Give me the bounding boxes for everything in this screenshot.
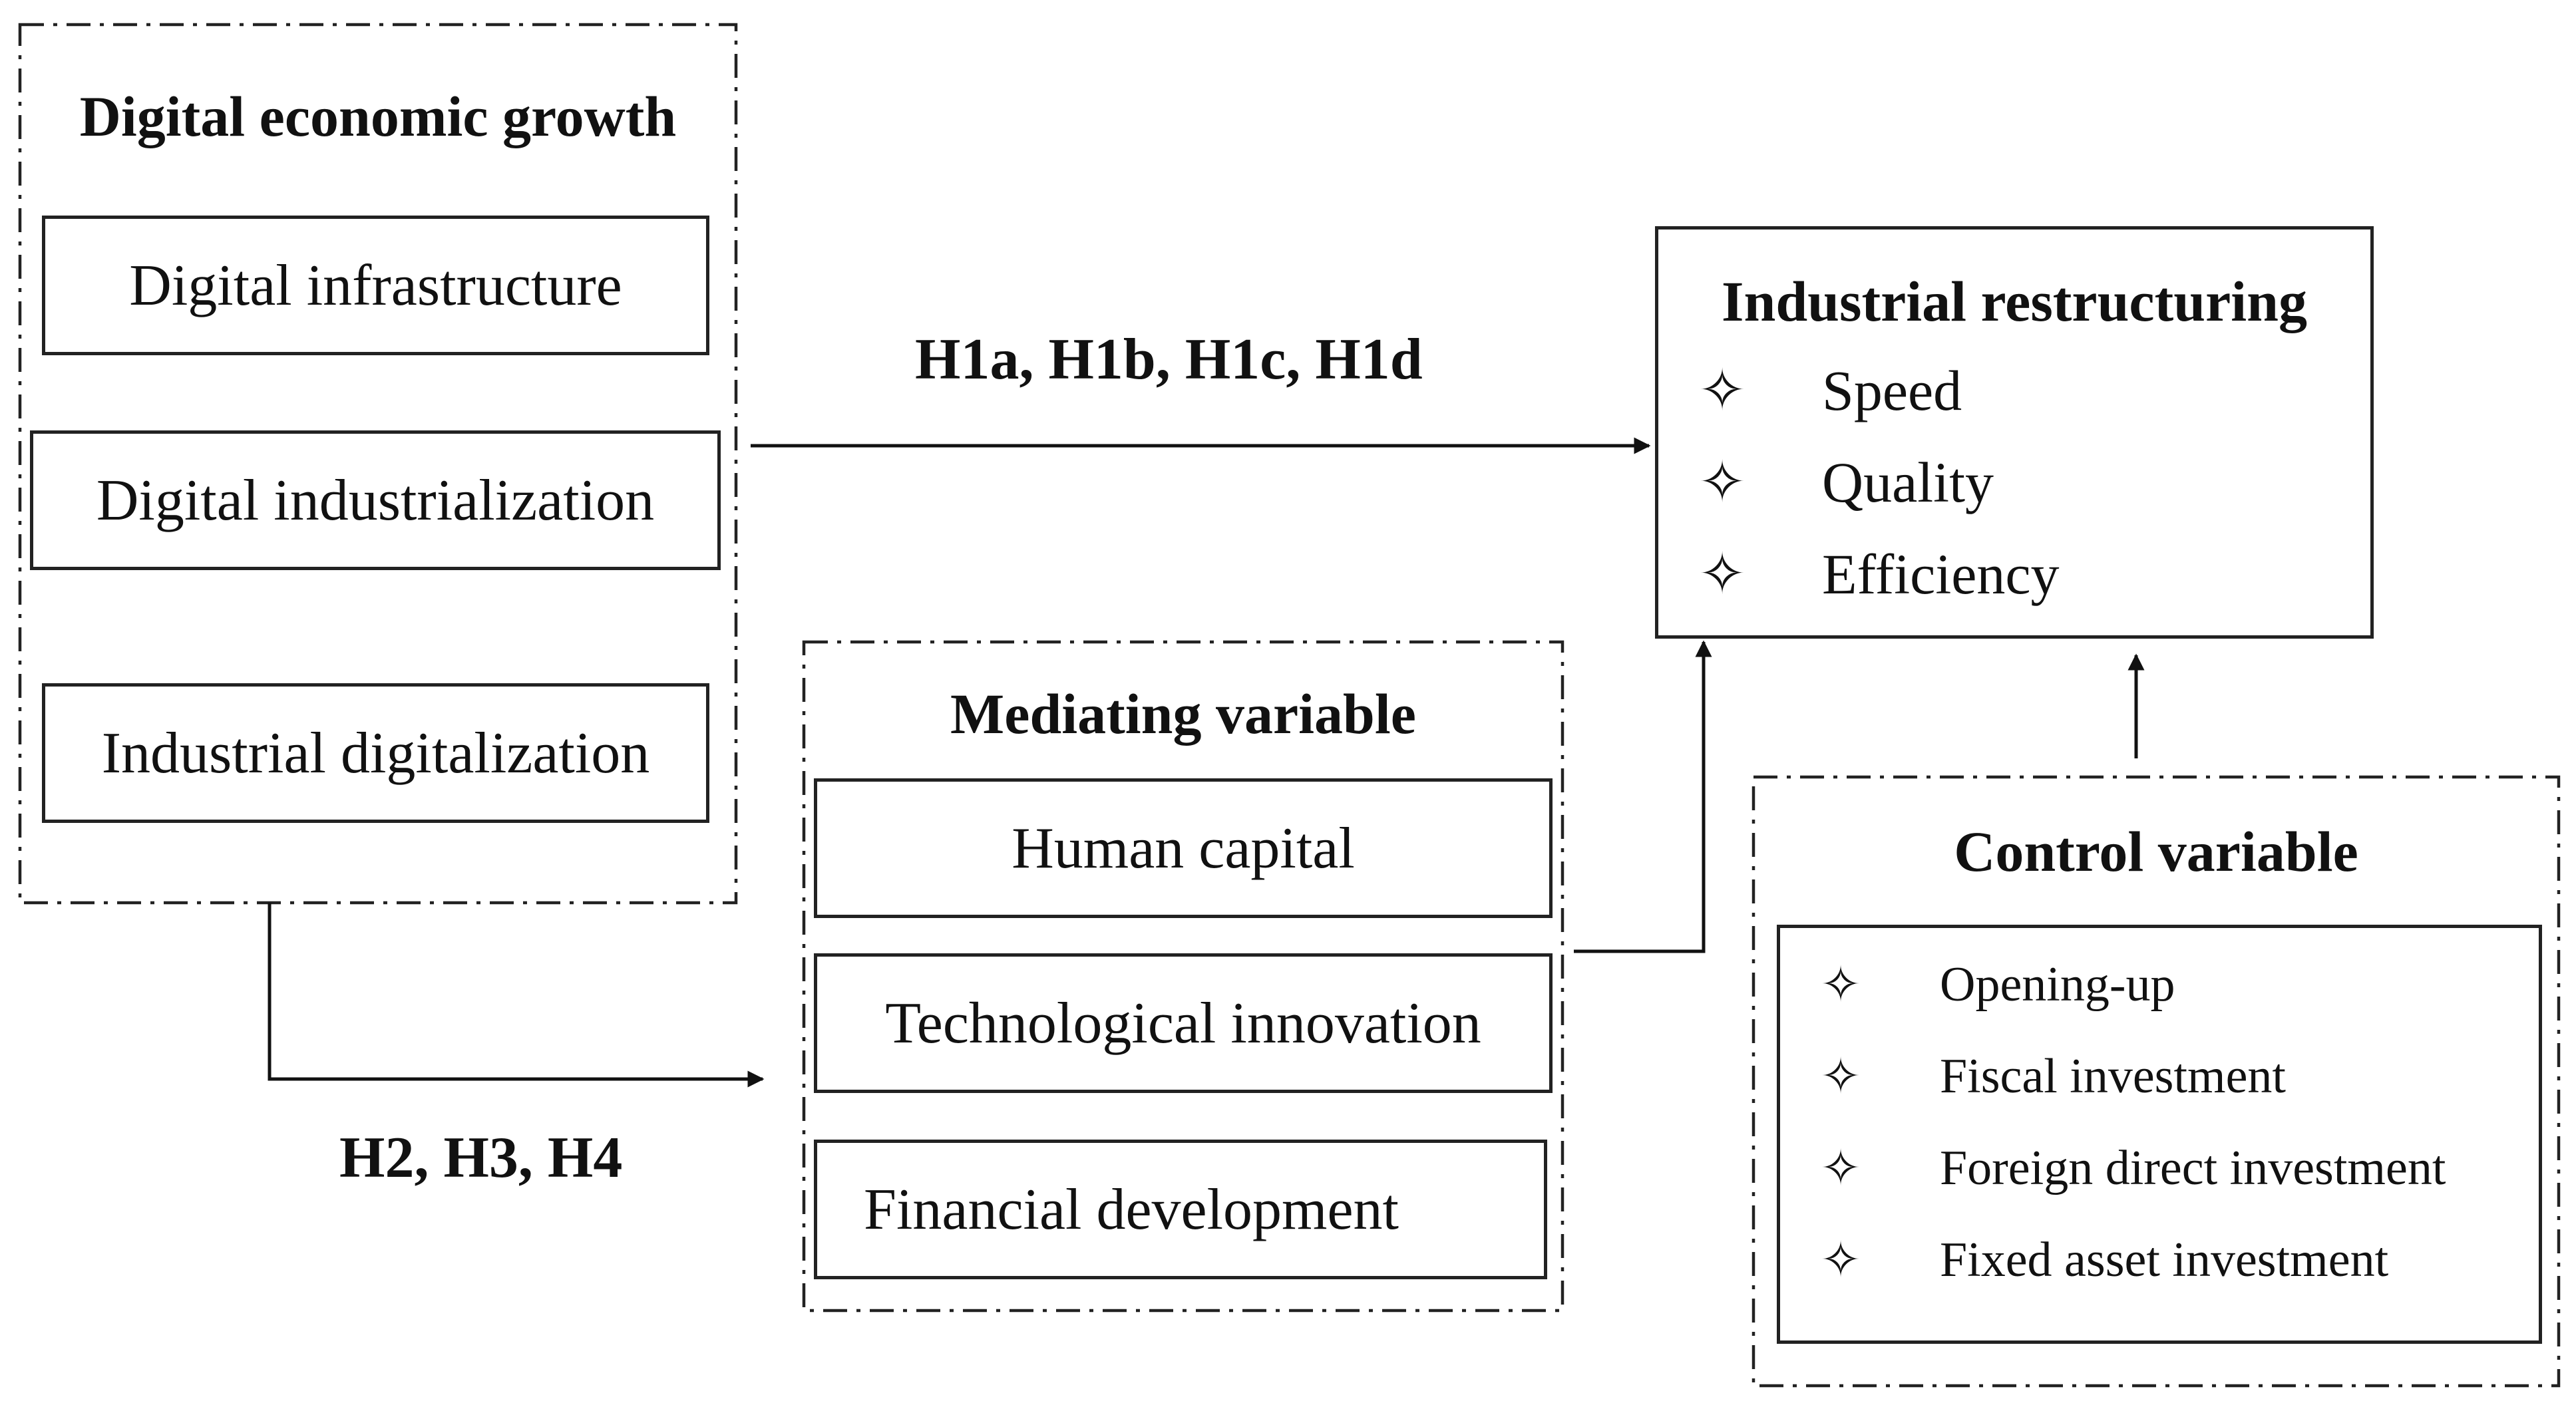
- digital-growth-group: Digital economic growth Digital infrastr…: [20, 25, 736, 903]
- restructuring-item-speed: ✧ Speed: [1698, 357, 1962, 424]
- sparkle-bullet-icon: ✧: [1698, 359, 1747, 422]
- sparkle-bullet-icon: ✧: [1698, 450, 1747, 514]
- sparkle-bullet-icon: ✧: [1820, 1050, 1862, 1104]
- sparkle-bullet-icon: ✧: [1820, 958, 1862, 1013]
- control-item-label: Fixed asset investment: [1940, 1233, 2389, 1287]
- control-item-opening-up: ✧ Opening-up: [1820, 956, 2175, 1014]
- mediating-to-restructuring-arrow: [1574, 640, 1712, 953]
- sparkle-bullet-icon: ✧: [1820, 1142, 1862, 1196]
- sparkle-bullet-icon: ✧: [1820, 1233, 1862, 1288]
- control-item-label: Opening-up: [1940, 957, 2175, 1012]
- restructuring-item-label: Speed: [1822, 359, 1962, 422]
- control-item-label: Foreign direct investment: [1940, 1141, 2446, 1195]
- restructuring-item-label: Efficiency: [1822, 542, 2060, 606]
- digital-growth-title: Digital economic growth: [79, 84, 677, 148]
- financial-development-box: Financial development: [814, 1140, 1547, 1279]
- technological-innovation-box: Technological innovation: [814, 953, 1553, 1093]
- restructuring-item-quality: ✧ Quality: [1698, 449, 1994, 516]
- control-frame: [1751, 775, 2561, 1388]
- sparkle-bullet-icon: ✧: [1698, 542, 1747, 606]
- digital-growth-frame: [18, 23, 738, 905]
- control-item-label: Fiscal investment: [1940, 1049, 2286, 1104]
- digital-industrialization-box: Digital industrialization: [30, 430, 721, 570]
- industrial-restructuring-box: Industrial restructuring ✧ Speed ✧ Quali…: [1655, 226, 2374, 639]
- restructuring-item-efficiency: ✧ Efficiency: [1698, 541, 2060, 607]
- restructuring-item-label: Quality: [1822, 450, 1994, 514]
- control-item-foreign-direct-investment: ✧ Foreign direct investment: [1820, 1140, 2446, 1197]
- mediation-arrow: [268, 903, 765, 1088]
- industrial-digitalization-box: Industrial digitalization: [42, 683, 709, 823]
- direct-hypotheses-label: H1a, H1b, H1c, H1d: [915, 327, 1423, 392]
- mediating-variable-title: Mediating variable: [950, 682, 1416, 746]
- human-capital-box: Human capital: [814, 778, 1553, 918]
- mediation-hypotheses-label: H2, H3, H4: [339, 1126, 623, 1190]
- control-variable-list: ✧ Opening-up ✧ Fiscal investment ✧ Forei…: [1777, 925, 2542, 1344]
- control-variable-title: Control variable: [1954, 820, 2358, 883]
- control-item-fixed-asset-investment: ✧ Fixed asset investment: [1820, 1231, 2388, 1289]
- mediating-variable-group: Mediating variable Human capital Technol…: [804, 642, 1563, 1311]
- industrial-restructuring-title: Industrial restructuring: [1722, 269, 2307, 333]
- control-item-fiscal-investment: ✧ Fiscal investment: [1820, 1048, 2286, 1106]
- control-variable-group: Control variable ✧ Opening-up ✧ Fiscal i…: [1753, 777, 2559, 1386]
- mediating-frame: [802, 640, 1564, 1313]
- digital-infrastructure-box: Digital infrastructure: [42, 216, 709, 355]
